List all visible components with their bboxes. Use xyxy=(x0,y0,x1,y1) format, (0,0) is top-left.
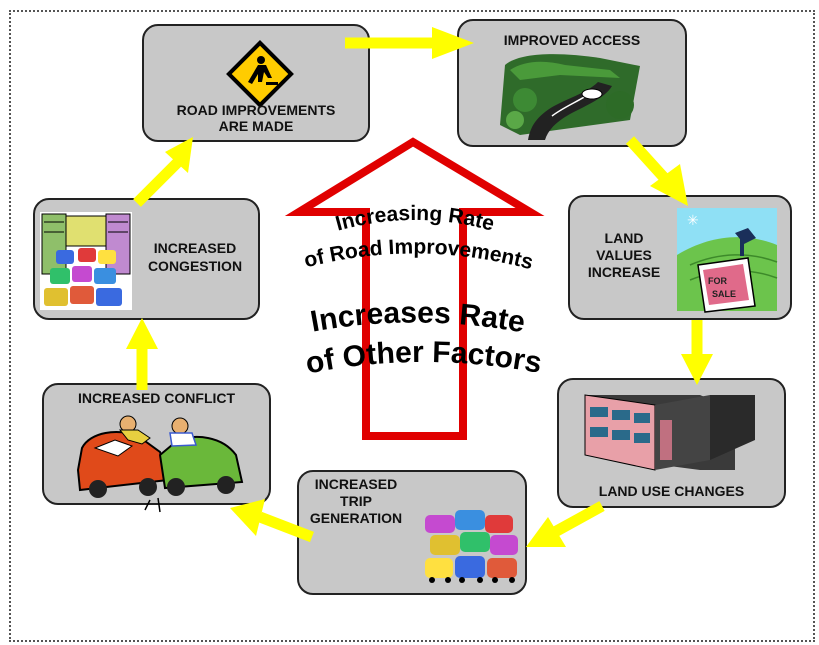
label-improved-access: IMPROVED ACCESS xyxy=(503,32,641,48)
center-up-arrow xyxy=(284,137,545,440)
figure-border xyxy=(9,10,815,642)
arrow-conflict-to-congestion xyxy=(126,318,158,390)
arrow-landvalues-to-landuse xyxy=(681,320,713,385)
label-line: ROAD IMPROVEMENTS xyxy=(176,102,336,118)
label-road-improvements: ROAD IMPROVEMENTS ARE MADE xyxy=(148,102,364,134)
svg-text:✳: ✳ xyxy=(687,212,699,228)
for-sale-property-icon: ✳ FOR SALE xyxy=(677,208,778,313)
label-conflict: INCREASED CONFLICT xyxy=(77,390,236,406)
buildings-icon xyxy=(584,394,755,471)
label-line: LAND xyxy=(604,230,644,246)
arrow-congestion-to-road xyxy=(133,137,193,207)
arrow-access-to-landvalues xyxy=(625,136,688,206)
flow-arrows xyxy=(126,27,713,547)
arrow-landuse-to-trip xyxy=(526,501,605,547)
label-line: VALUES xyxy=(596,247,652,263)
arrow-trip-to-conflict xyxy=(230,499,314,543)
label-line: GENERATION xyxy=(309,510,403,526)
label-trip-generation: INCREASED TRIP GENERATION xyxy=(300,476,412,527)
winding-road-icon xyxy=(500,54,640,140)
label-line: ARE MADE xyxy=(218,118,294,134)
sign-text: FOR xyxy=(708,276,727,286)
label-land-values: LAND VALUES INCREASE xyxy=(576,230,672,281)
road-work-sign-icon xyxy=(226,40,294,108)
node-road-improvements xyxy=(142,24,370,142)
label-line: TRIP xyxy=(340,493,372,509)
label-line: CONGESTION xyxy=(147,258,243,274)
label-congestion: INCREASED CONGESTION xyxy=(132,239,258,275)
city-congestion-icon xyxy=(40,212,132,310)
traffic-jam-icon xyxy=(425,510,518,583)
label-land-use: LAND USE CHANGES xyxy=(598,483,745,499)
label-line: INCREASE xyxy=(587,264,661,280)
sign-text: SALE xyxy=(712,289,736,299)
label-line: INCREASED xyxy=(314,476,398,492)
arrow-road-to-access xyxy=(345,27,474,59)
label-line: INCREASED xyxy=(153,240,237,256)
car-crash-icon xyxy=(76,415,244,513)
